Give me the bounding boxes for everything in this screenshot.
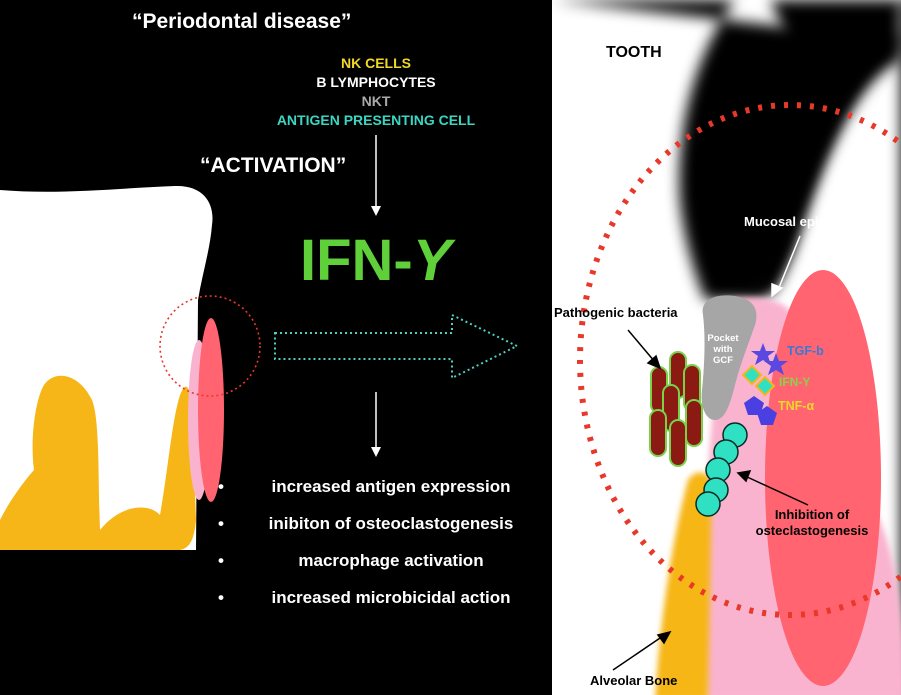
tgf-star-icon xyxy=(751,343,788,375)
effect-text: inibiton of osteoclastogenesis xyxy=(268,514,514,533)
ifn-gamma-heading: IFN-Y xyxy=(300,228,451,294)
tgf-label: TGF-b xyxy=(787,344,824,358)
tnf-pentagon-icon xyxy=(744,396,777,425)
cell-b-lymphocytes: B LYMPHOCYTES xyxy=(316,74,436,90)
gingiva-red-left xyxy=(198,318,224,502)
inhibition-line: osteclastogenesis xyxy=(755,523,869,538)
activation-arrow xyxy=(371,135,381,216)
alveolar-bone-left xyxy=(0,375,196,550)
cell-list: NK CELLS B LYMPHOCYTES NKT ANTIGEN PRESE… xyxy=(250,54,502,130)
cell-apc: ANTIGEN PRESENTING CELL xyxy=(276,112,476,128)
bullet-icon: • xyxy=(218,477,224,496)
effect-item: • inibiton of osteoclastogenesis xyxy=(218,514,538,538)
tnf-label: TNF-α xyxy=(778,399,815,413)
mucosal-arrow xyxy=(771,235,801,298)
cell-nk: NK CELLS xyxy=(341,55,411,71)
gingiva-red-right xyxy=(765,270,881,686)
effect-item: • increased antigen expression xyxy=(218,477,538,501)
inhibition-arrow xyxy=(736,470,809,506)
effect-text: increased microbicidal action xyxy=(271,588,511,607)
pocket-line: GCF xyxy=(712,355,734,366)
mucosal-epithelium-label: Mucosal epithelium xyxy=(744,214,865,229)
effect-text: macrophage activation xyxy=(298,551,484,570)
alveolar-bone-right xyxy=(655,472,712,695)
effect-text: increased antigen expression xyxy=(271,477,511,496)
effect-item: • increased microbicidal action xyxy=(218,588,538,612)
bacteria-cluster xyxy=(649,351,703,467)
effects-arrow xyxy=(371,392,381,457)
inhibition-label: Inhibition of osteclastogenesis xyxy=(742,507,882,539)
dotted-ellipse xyxy=(577,102,901,618)
pocket-label: Pocket with GCF xyxy=(700,333,746,366)
bullet-icon: • xyxy=(218,514,224,533)
zoom-circle xyxy=(159,295,261,397)
bullet-icon: • xyxy=(218,588,224,607)
zoom-arrow xyxy=(274,313,520,380)
pocket-line: Pocket xyxy=(707,333,739,344)
ifn-symbol: Y xyxy=(412,228,452,293)
bacteria-arrow xyxy=(627,329,662,370)
inhibition-line: Inhibition of xyxy=(774,507,850,522)
dark-region-upper-right xyxy=(745,0,901,295)
alveolar-arrow xyxy=(612,630,672,671)
activation-label: “ACTIVATION” xyxy=(200,154,347,177)
ifn-diamond-icon xyxy=(741,364,776,397)
pathogenic-bacteria-label: Pathogenic bacteria xyxy=(554,305,678,320)
ifn-label: IFN-Y xyxy=(779,375,811,389)
effect-item: • macrophage activation xyxy=(218,551,538,575)
alveolar-bone-label: Alveolar Bone xyxy=(590,673,678,688)
tooth-label: TOOTH xyxy=(606,44,662,61)
ifn-prefix: IFN- xyxy=(300,228,413,293)
osteoclast-cells xyxy=(695,422,748,517)
cell-nkt: NKT xyxy=(361,93,391,109)
bullet-icon: • xyxy=(218,551,224,570)
pocket-gcf xyxy=(701,295,757,420)
pocket-line: with xyxy=(713,344,733,355)
diagram-title: “Periodontal disease” xyxy=(132,10,352,33)
